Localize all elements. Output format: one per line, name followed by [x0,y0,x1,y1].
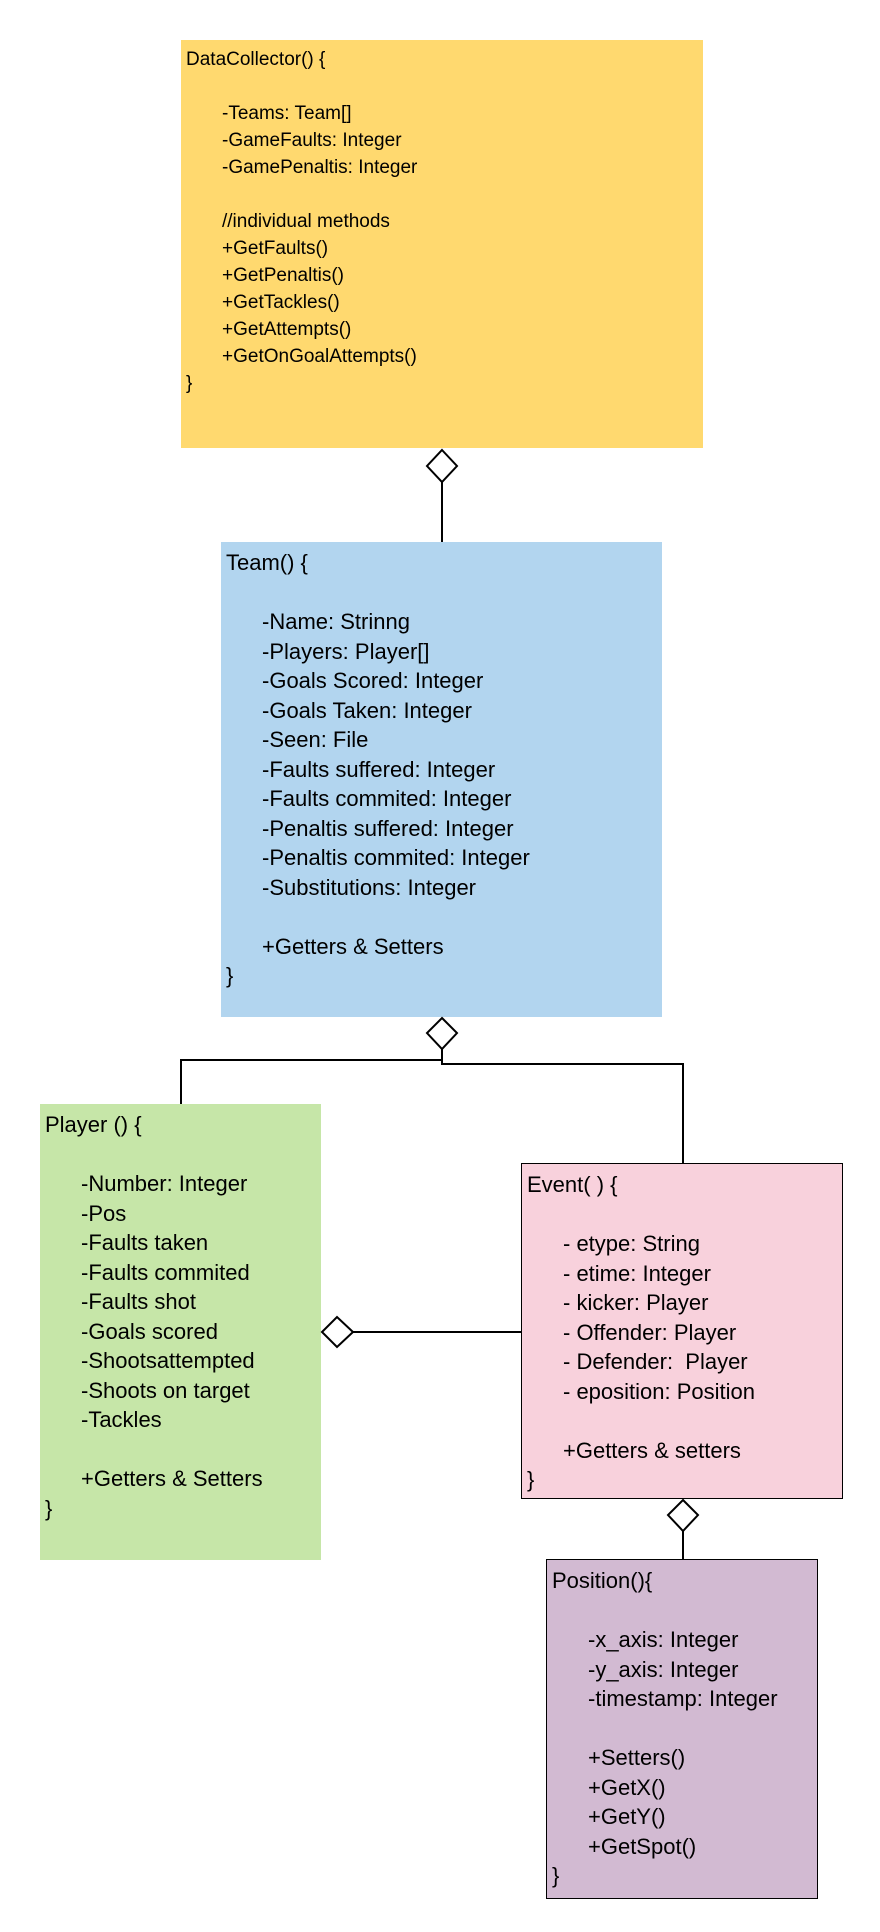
attribute: -Penaltis suffered: Integer [262,815,514,841]
aggregation-line-team-player [180,1049,443,1104]
class-header: Position(){ [552,1568,653,1593]
attribute: -x_axis: Integer [588,1627,739,1652]
attribute: -y_axis: Integer [588,1656,739,1682]
spacer [552,1596,812,1626]
attribute: - etime: Integer [563,1260,711,1286]
class-footer: } [552,1863,560,1888]
class-footer: } [527,1467,535,1492]
method: +GetX() [588,1774,666,1800]
attribute: - Defender: Player [563,1349,748,1374]
attribute: -Faults taken [81,1230,209,1255]
method: +Getters & Setters [81,1466,263,1491]
attribute: -Penaltis commited: Integer [262,845,530,870]
class-position[interactable]: Position(){ -x_axis: Integer -y_axis: In… [546,1559,818,1899]
attribute: - etype: String [563,1231,700,1256]
attribute: -Goals Scored: Integer [262,668,484,693]
aggregation-diamond-player [320,1315,355,1349]
method: +Getters & setters [563,1437,741,1463]
method: +GetFaults() [222,238,329,259]
aggregation-diamond-event [666,1498,700,1533]
class-team[interactable]: Team() { -Name: Strinng -Players: Player… [221,542,662,1017]
method: +GetTackles() [222,292,340,313]
attribute: -Goals scored [81,1318,218,1344]
spacer [527,1406,837,1436]
spacer [45,1140,316,1170]
attribute: -timestamp: Integer [588,1686,778,1711]
attribute: - kicker: Player [563,1290,709,1315]
class-footer: } [45,1495,53,1521]
class-datacollector[interactable]: DataCollector() { -Teams: Team[] -GameFa… [181,40,703,448]
attribute: - eposition: Position [563,1378,755,1404]
attribute: -Faults commited [81,1259,250,1285]
class-header: Player () { [45,1112,142,1137]
spacer [186,73,698,100]
method: +GetOnGoalAttempts() [222,346,417,367]
attribute: -Faults commited: Integer [262,786,512,811]
spacer [186,181,698,208]
attribute: -Teams: Team[] [222,103,352,124]
attribute: -Number: Integer [81,1171,248,1196]
class-player[interactable]: Player () { -Number: Integer -Pos -Fault… [40,1104,321,1560]
spacer [226,902,657,932]
attribute: - Offender: Player [563,1319,737,1345]
method: +GetAttempts() [222,319,352,340]
attribute: -Shootsattempted [81,1348,255,1373]
attribute: -Players: Player[] [262,638,430,664]
method: +GetY() [588,1804,666,1829]
class-header: Team() { [226,550,308,575]
aggregation-line-team-event [441,1060,684,1163]
attribute: -Substitutions: Integer [262,874,477,900]
method: +Getters & Setters [262,933,444,959]
class-event[interactable]: Event( ) { - etype: String - etime: Inte… [521,1163,843,1499]
attribute: -Shoots on target [81,1377,250,1403]
aggregation-diamond-team [425,1016,459,1051]
method: +GetSpot() [588,1833,697,1859]
aggregation-diamond-collector [425,448,459,484]
class-header: Event( ) { [527,1172,618,1197]
attribute: -GamePenaltis: Integer [222,157,418,178]
comment: //individual methods [222,211,390,232]
class-footer: } [186,373,193,394]
attribute: -Tackles [81,1407,162,1432]
attribute: -Faults shot [81,1289,196,1314]
method: +GetPenaltis() [222,265,344,286]
attribute: -Seen: File [262,727,369,752]
attribute: -Name: Strinng [262,609,410,634]
method: +Setters() [588,1745,686,1770]
attribute: -GameFaults: Integer [222,130,402,151]
attribute: -Pos [81,1200,127,1226]
attribute: -Faults suffered: Integer [262,756,496,782]
attribute: -Goals Taken: Integer [262,697,472,723]
spacer [45,1435,316,1465]
spacer [552,1714,812,1744]
class-header: DataCollector() { [186,49,326,70]
spacer [226,578,657,608]
spacer [527,1200,837,1230]
class-footer: } [226,963,234,988]
